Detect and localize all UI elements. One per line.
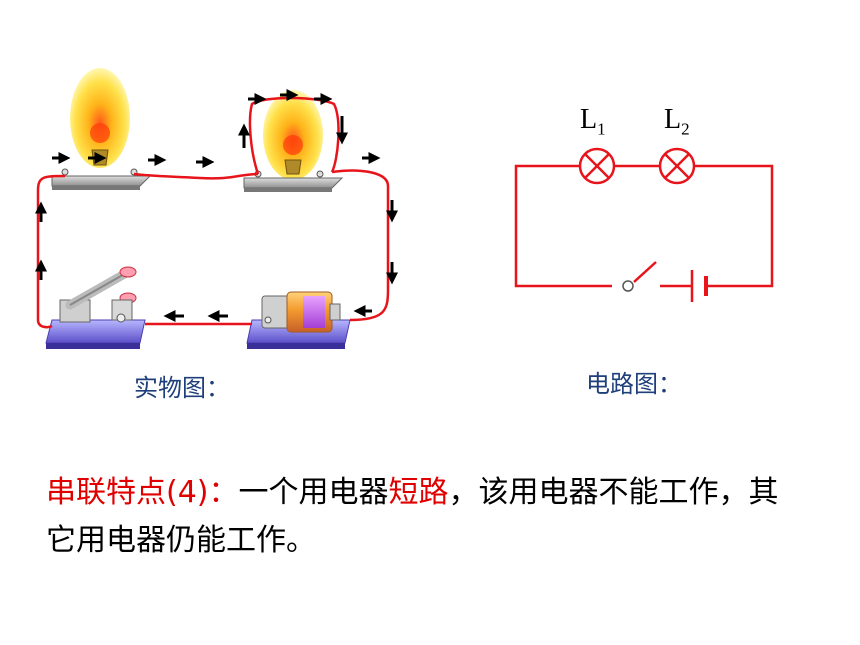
physical-caption: 实物图： bbox=[134, 374, 230, 402]
statement-highlight: 短路 bbox=[388, 475, 449, 510]
lamp-l1-icon bbox=[578, 147, 616, 185]
lamp-1-icon bbox=[51, 68, 152, 190]
lamp-l2-label: L2 bbox=[664, 104, 690, 139]
switch-icon bbox=[45, 266, 146, 349]
battery-icon bbox=[246, 291, 351, 349]
statement-part1: 一个用电器 bbox=[238, 475, 389, 510]
statement-part2: ，该用电器不能工作，其它用电器仍能工作。 bbox=[46, 475, 779, 558]
schematic-caption: 电路图： bbox=[586, 370, 682, 398]
lamp-l2-icon bbox=[658, 147, 696, 185]
lamp-l1-label: L1 bbox=[580, 104, 606, 139]
switch-pivot bbox=[622, 280, 634, 292]
wire-main-loop bbox=[36, 169, 390, 329]
current-arrows bbox=[35, 89, 398, 322]
statement-heading: 串联特点(4)： bbox=[46, 475, 239, 510]
series-feature-statement: 串联特点(4)：一个用电器短路，该用电器不能工作，其它用电器仍能工作。 bbox=[46, 469, 806, 565]
schematic-wire bbox=[694, 164, 774, 288]
switch-icon bbox=[633, 261, 657, 283]
schematic-wire bbox=[514, 164, 612, 288]
lamp-2-icon bbox=[243, 90, 344, 192]
